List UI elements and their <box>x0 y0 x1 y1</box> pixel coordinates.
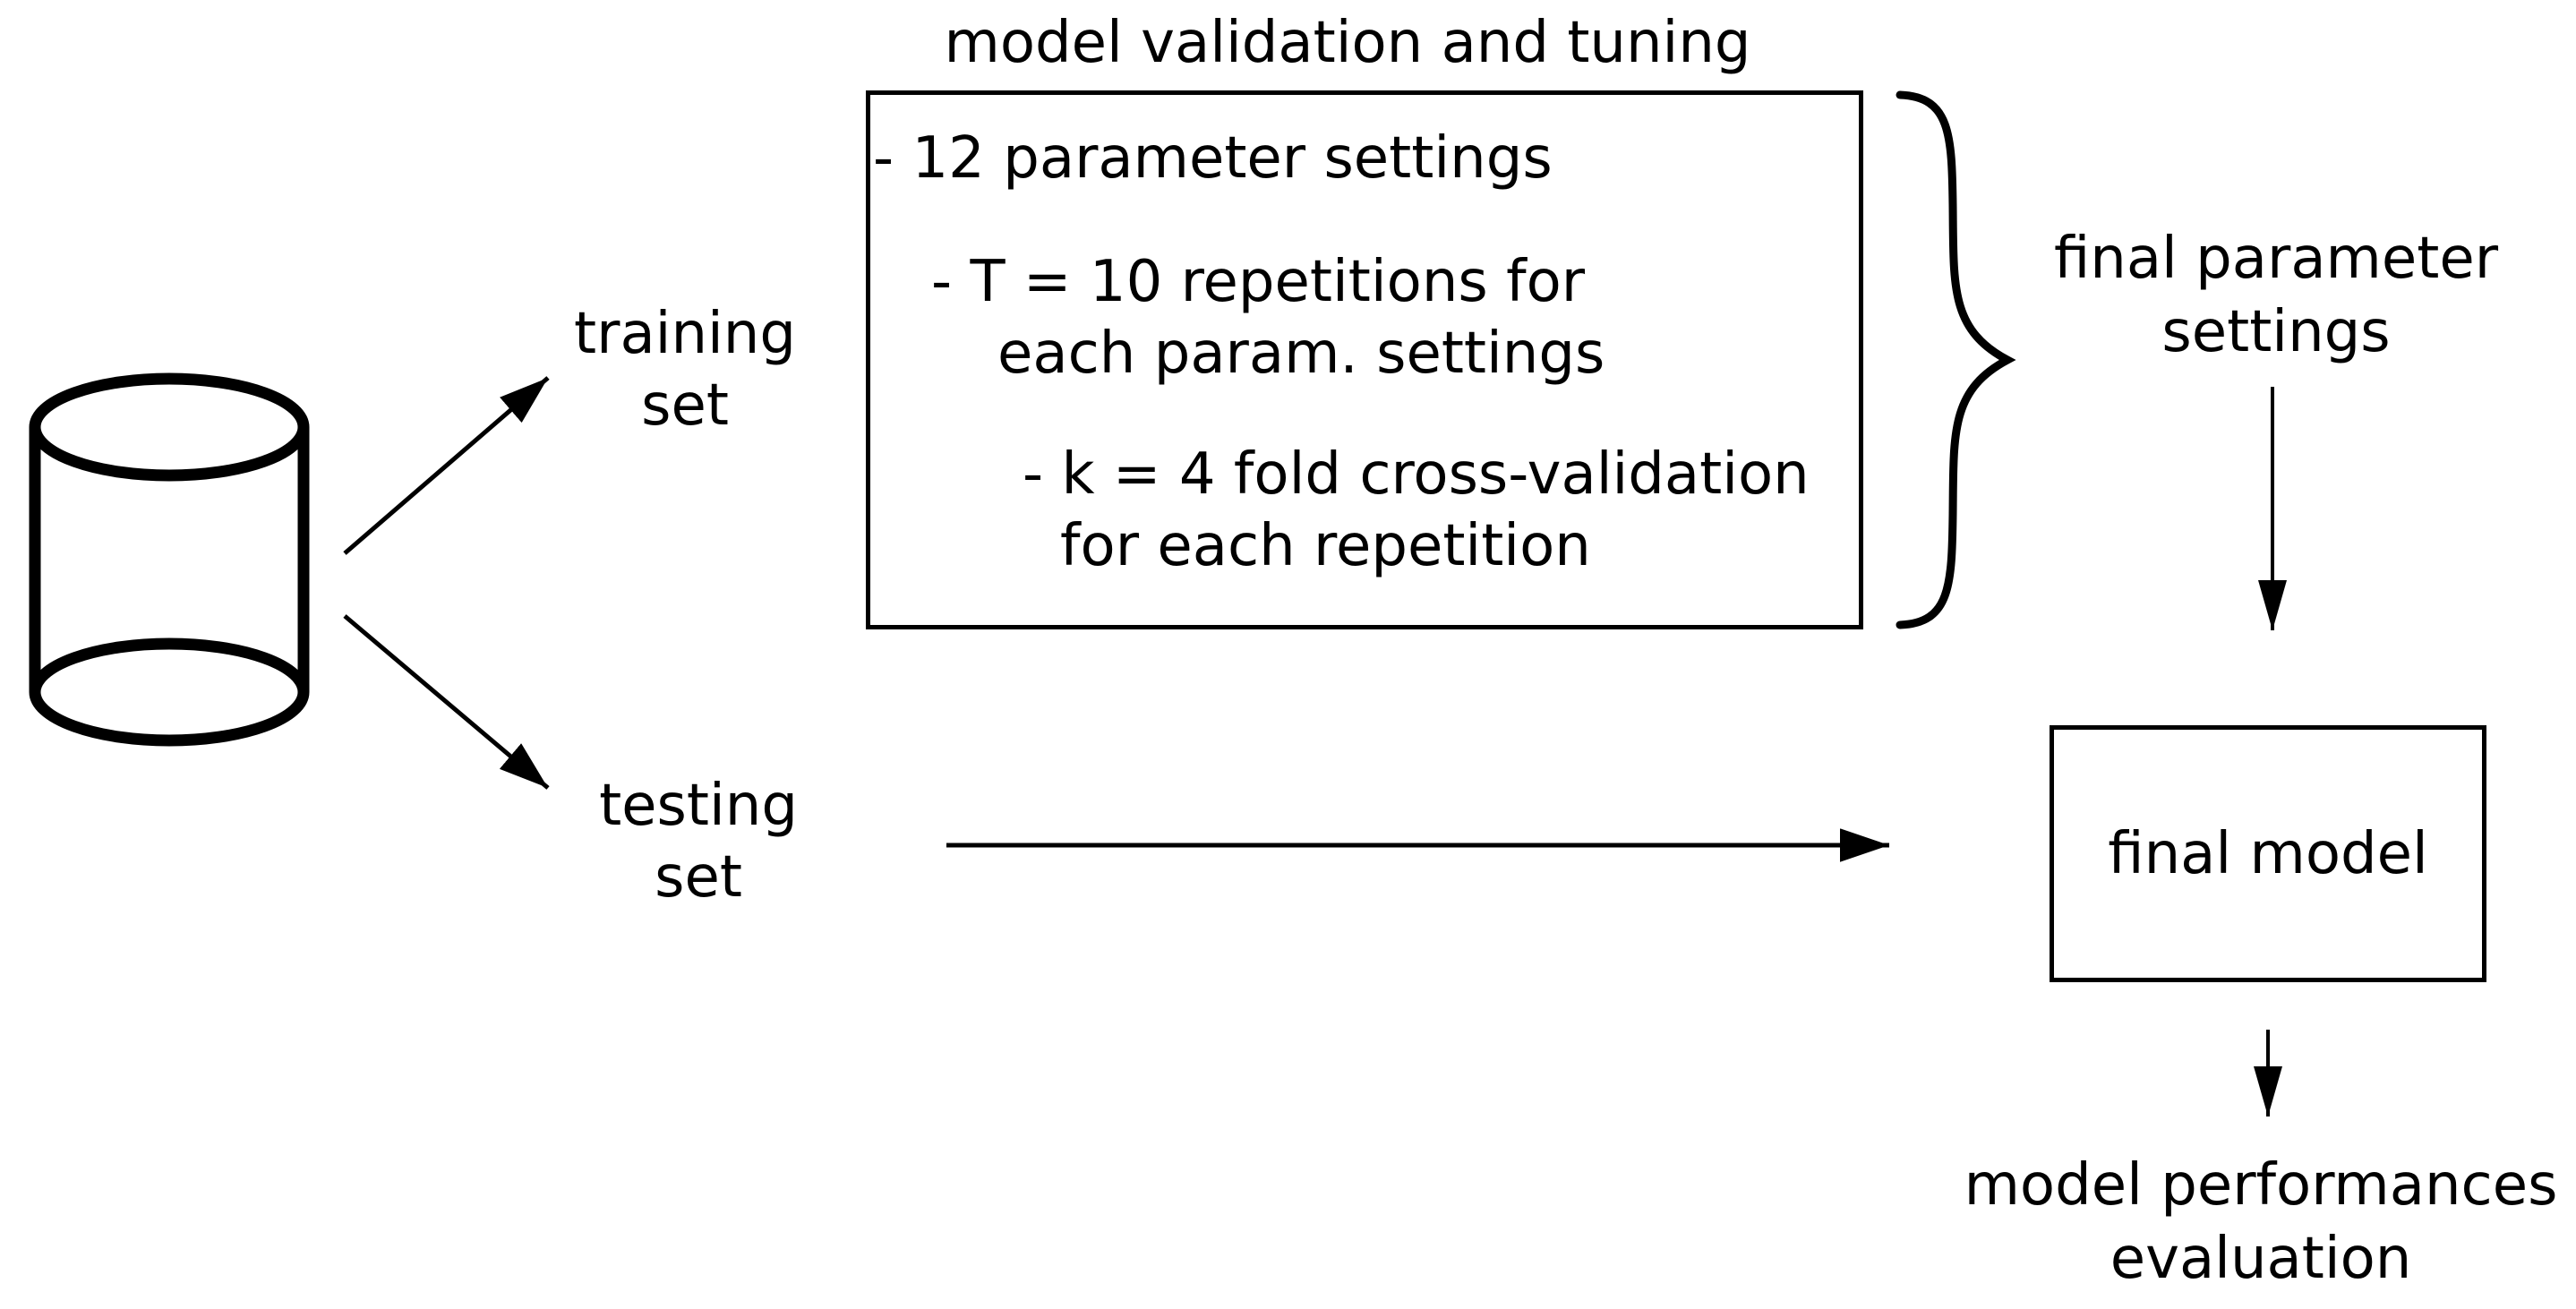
final-parameter-settings-line1: final parameter <box>2053 226 2499 292</box>
final-parameter-settings-label: final parameter settings <box>2054 222 2498 369</box>
testing-set-label: testing set <box>599 770 798 913</box>
training-set-label-line1: training <box>574 301 796 367</box>
validation-box <box>866 90 1863 629</box>
training-set-label: training set <box>574 298 796 441</box>
testing-set-label-line1: testing <box>599 773 798 839</box>
curly-brace <box>1896 90 2016 629</box>
final-parameter-settings-line2: settings <box>2161 299 2391 365</box>
validation-line-cross-validation-cont: for each repetition <box>1060 513 1591 579</box>
model-performances-evaluation-line1: model performances <box>1964 1152 2558 1219</box>
validation-line-cross-validation: - k = 4 fold cross-validation <box>1023 441 1810 508</box>
validation-line-repetitions-cont: each param. settings <box>997 321 1605 387</box>
final-model-box: final model <box>2050 725 2486 982</box>
testing-set-label-line2: set <box>655 844 742 911</box>
final-model-label: final model <box>2108 820 2428 887</box>
validation-box-title: model validation and tuning <box>944 10 1751 76</box>
model-performances-evaluation-line2: evaluation <box>2110 1226 2412 1292</box>
testing-split-arrow <box>343 614 550 790</box>
model-performances-evaluation-label: model performances evaluation <box>1964 1149 2558 1296</box>
training-split-arrow <box>343 376 550 555</box>
database-cylinder-icon <box>29 372 310 747</box>
validation-line-parameter-settings: - 12 parameter settings <box>873 125 1553 192</box>
validation-line-repetitions: - T = 10 repetitions for <box>931 249 1586 315</box>
training-set-label-line2: set <box>641 372 729 439</box>
